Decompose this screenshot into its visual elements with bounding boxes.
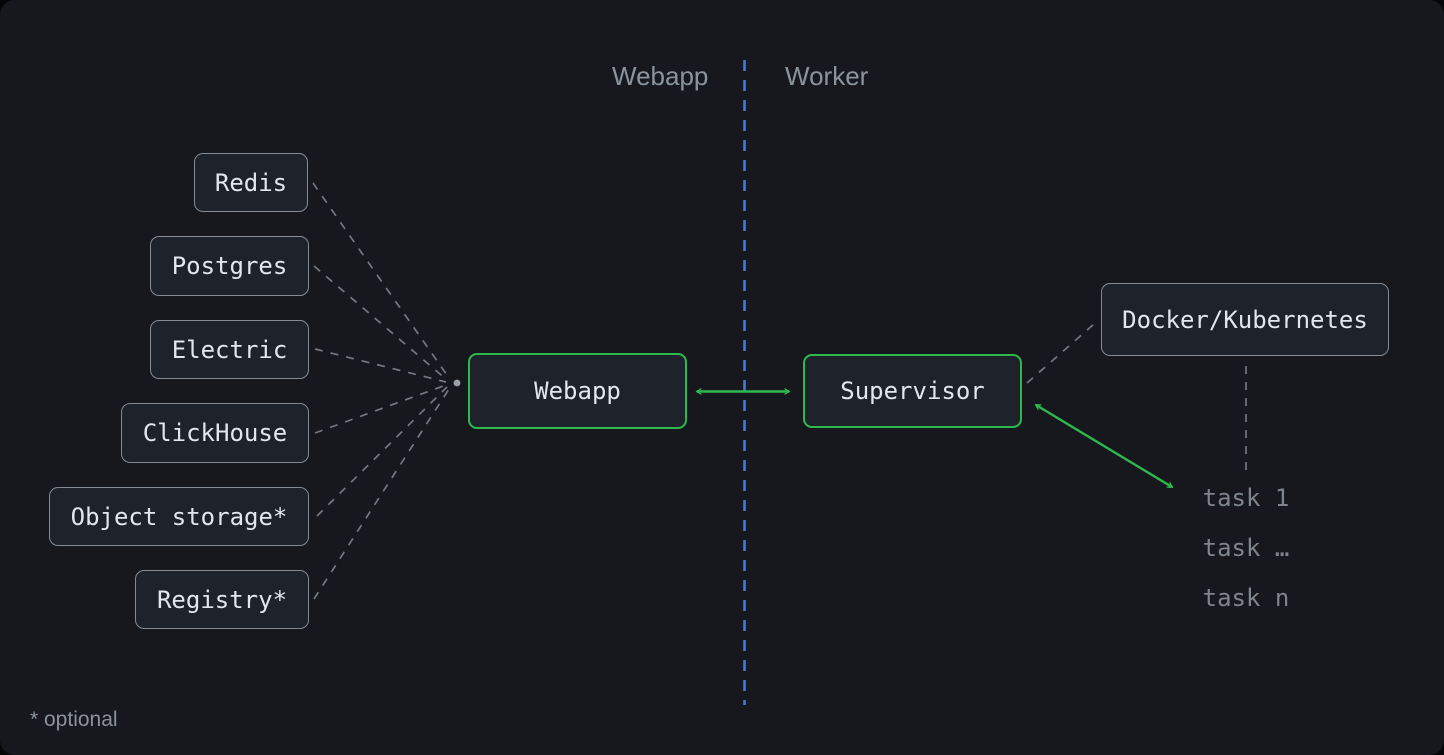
- webapp-node: Webapp: [468, 353, 687, 429]
- service-node-postgres: Postgres: [150, 236, 309, 296]
- fan-convergence-dot: [453, 379, 461, 387]
- service-node-clickhouse: ClickHouse: [121, 403, 309, 463]
- supervisor-tasks-arrow: [1034, 403, 1174, 489]
- connector-redis-webapp: [312, 182, 450, 379]
- supervisor-node: Supervisor: [803, 354, 1022, 428]
- connector-postgres-webapp: [313, 265, 448, 381]
- optional-footnote: * optional: [30, 708, 118, 731]
- service-node-registry: Registry*: [135, 570, 309, 629]
- section-label-webapp: Webapp: [612, 61, 709, 91]
- connector-registry-webapp: [313, 388, 450, 600]
- section-label-worker: Worker: [785, 61, 869, 91]
- connector-supervisor-runtime: [1026, 323, 1095, 384]
- service-node-redis: Redis: [194, 153, 308, 212]
- task-item-ellipsis: task …: [1202, 534, 1290, 562]
- runtime-node: Docker/Kubernetes: [1101, 283, 1389, 356]
- task-item-1: task 1: [1202, 484, 1290, 512]
- connector-clickhouse-webapp: [314, 384, 447, 434]
- task-item-n: task n: [1202, 584, 1290, 612]
- service-node-object-storage: Object storage*: [49, 487, 309, 546]
- connector-electric-webapp: [314, 348, 447, 383]
- service-node-electric: Electric: [150, 320, 309, 379]
- connector-objectstorage-webapp: [316, 386, 448, 517]
